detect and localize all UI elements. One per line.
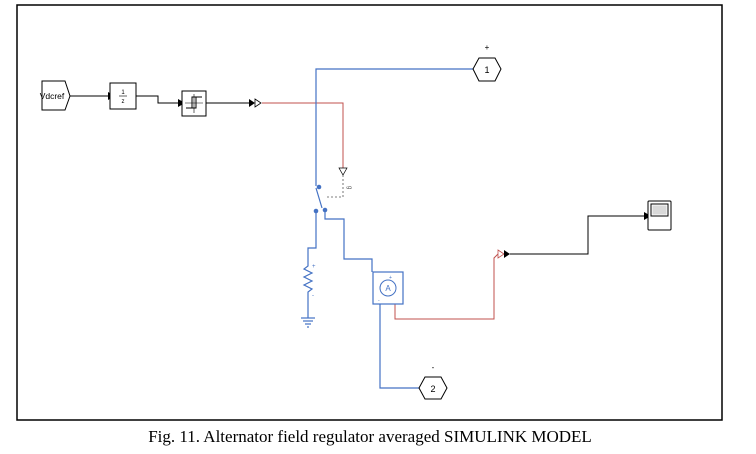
switch-control-red-line [262,102,344,168]
vdcref-label: Vdcref [40,91,65,101]
from-converter-block[interactable] [497,249,510,259]
port1-to-switch-line [315,68,473,186]
ammeter-minus: - [378,298,380,304]
switch-terminal-left [313,208,319,214]
integrator-numerator: 1 [121,90,125,96]
resistor-block[interactable]: + - [302,262,316,299]
vdcref-block[interactable]: Vdcref [40,80,71,111]
goto-converter-block[interactable] [249,98,262,108]
ammeter-output-red-line [394,253,499,320]
ammeter-to-port2-line [379,304,419,389]
physical-lines [307,68,473,389]
relay-block[interactable] [181,90,207,117]
switch-control-arrow [338,167,348,176]
port2-sign: - [432,363,435,372]
ammeter-label: A [385,284,391,293]
resistor-zigzag [302,262,314,298]
figure-caption: Fig. 11. Alternator field regulator aver… [148,427,592,446]
signal-lines [70,95,644,255]
switch-to-ammeter-line [324,210,373,272]
resistor-plus: + [312,264,316,270]
measurement-lines [262,102,499,320]
switch-control-dashed [327,175,344,198]
integrator-block[interactable]: 1 z [109,82,137,110]
switch-terminal-top [316,184,322,190]
integrator-denominator: z [122,99,125,105]
switch-blade-line [315,187,323,209]
switch-control-label: g [346,186,352,189]
ammeter-dial-icon [379,279,397,297]
port-negative-block[interactable]: - 2 [418,363,448,400]
port2-number: 2 [430,384,435,394]
switch-to-resistor-line [307,212,317,262]
port1-number: 1 [484,65,489,75]
port1-sign: + [485,43,490,52]
scope-block[interactable] [647,200,672,231]
ground-icon [301,317,315,328]
from-to-scope-line [510,215,644,255]
switch-terminal-right [322,207,328,213]
integrator-to-relay-line [136,95,178,104]
port-positive-block[interactable]: + 1 [472,43,502,82]
resistor-minus: - [312,293,314,299]
ammeter-block[interactable]: + A - [372,271,404,305]
switch-block[interactable]: g [313,167,352,214]
diagram-frame [16,4,723,421]
ammeter-plus: + [389,275,392,281]
